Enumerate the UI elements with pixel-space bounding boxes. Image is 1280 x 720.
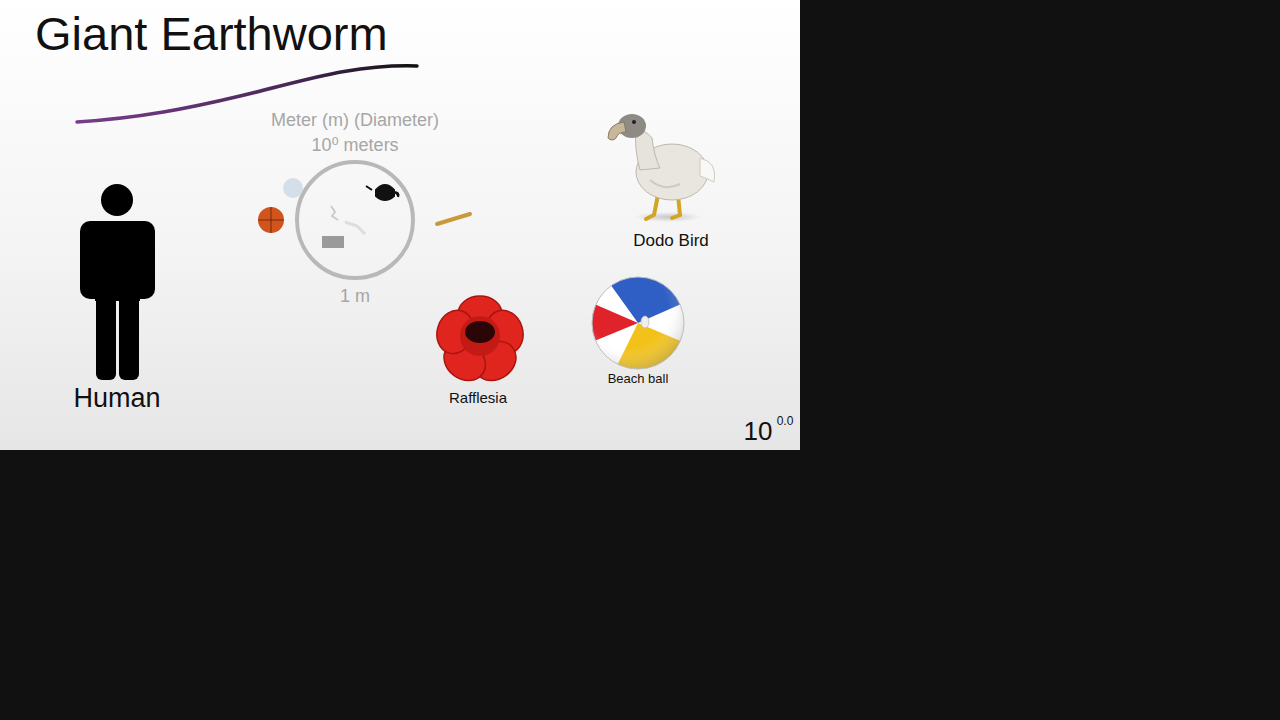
object-label: Rafflesia	[449, 390, 507, 407]
small-objects	[258, 178, 470, 248]
exponent-value: 0.0	[777, 415, 794, 428]
illustration	[0, 0, 800, 450]
exponent-base: 10	[744, 417, 773, 446]
scale-label: 10⁰ meters	[311, 136, 398, 156]
object-label: Dodo Bird	[633, 232, 709, 251]
object-label: Human	[73, 384, 160, 414]
beach-ball	[585, 270, 690, 380]
dodo-bird	[608, 114, 715, 222]
meter-circle	[297, 162, 413, 278]
unit-label: Meter (m) (Diameter)	[271, 111, 439, 131]
human-figure	[80, 184, 155, 380]
rafflesia-flower	[431, 296, 528, 389]
title: Giant Earthworm	[35, 8, 388, 60]
circle-size: 1 m	[340, 287, 370, 307]
object-label: Beach ball	[608, 372, 669, 386]
panel: Giant EarthwormMeter (m) (Diameter) 10⁰ m…	[0, 0, 800, 450]
